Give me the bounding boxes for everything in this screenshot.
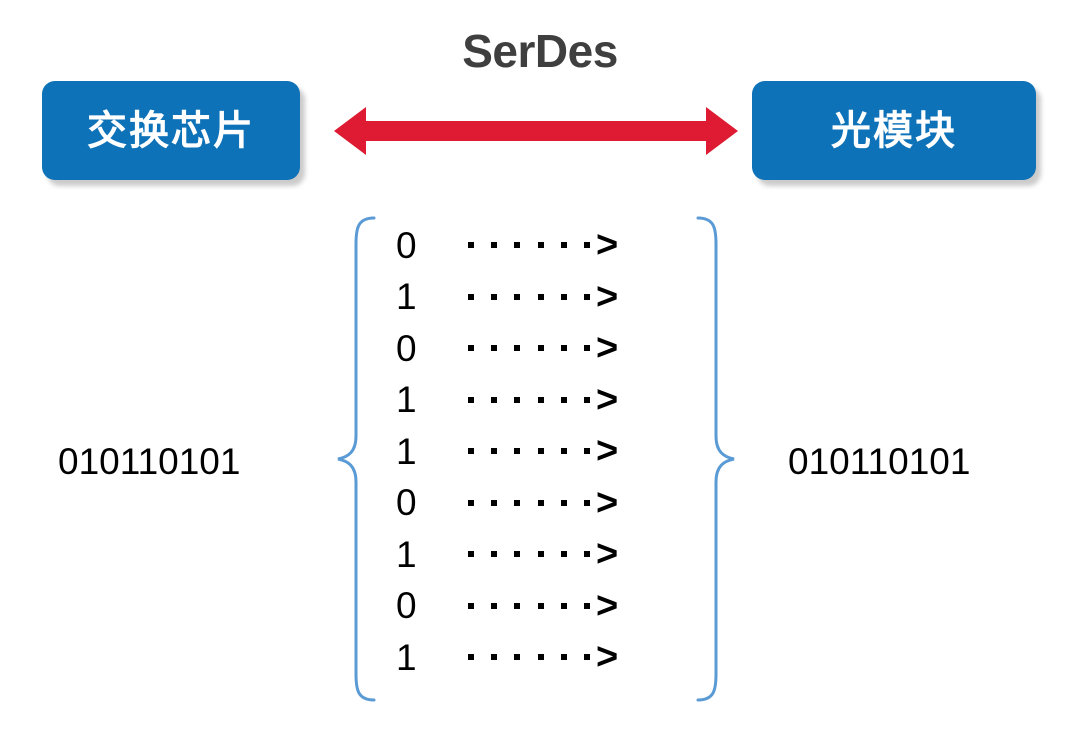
bit-dotted-line bbox=[468, 242, 590, 248]
bit-arrowhead-icon: > bbox=[596, 327, 619, 369]
parallel-binary-left: 010110101 bbox=[58, 441, 241, 482]
bit-arrowhead-icon: > bbox=[596, 533, 619, 575]
double-headed-arrow-icon bbox=[334, 107, 738, 155]
optical-module-label: 光模块 bbox=[831, 108, 957, 153]
bit-dotted-line bbox=[468, 345, 590, 351]
page-title: SerDes bbox=[462, 25, 618, 77]
bit-value: 0 bbox=[396, 224, 417, 266]
bit-value: 1 bbox=[396, 430, 417, 472]
bit-row: 1> bbox=[396, 634, 686, 680]
bit-row: 0> bbox=[396, 480, 686, 526]
bit-arrowhead-icon: > bbox=[596, 636, 619, 678]
bit-arrowhead-icon: > bbox=[596, 430, 619, 472]
bit-row: 0> bbox=[396, 325, 686, 371]
optical-module-box: 光模块 bbox=[752, 81, 1036, 180]
bit-arrowhead-icon: > bbox=[596, 378, 619, 421]
bit-arrowhead-icon: > bbox=[596, 275, 619, 318]
bit-row: 1> bbox=[396, 428, 686, 474]
switch-chip-box: 交换芯片 bbox=[42, 81, 300, 180]
bit-dotted-line bbox=[468, 293, 590, 300]
bit-row: 1> bbox=[396, 531, 686, 577]
bit-value: 0 bbox=[396, 327, 417, 369]
bit-value: 1 bbox=[396, 276, 417, 317]
left-curly-brace-icon bbox=[337, 216, 376, 702]
bit-value: 0 bbox=[396, 482, 417, 523]
bit-arrowhead-icon: > bbox=[596, 224, 619, 266]
bit-value: 1 bbox=[396, 636, 417, 678]
bit-row: 0> bbox=[396, 222, 686, 268]
bit-value: 1 bbox=[396, 533, 417, 575]
bit-row: 1> bbox=[396, 274, 686, 320]
bit-dotted-line bbox=[468, 396, 590, 403]
bit-value: 1 bbox=[396, 379, 417, 420]
parallel-binary-right: 010110101 bbox=[788, 441, 971, 482]
bit-arrowhead-icon: > bbox=[596, 584, 619, 627]
bit-row: 0> bbox=[396, 583, 686, 629]
bit-arrowhead-icon: > bbox=[596, 481, 619, 524]
bit-stream-rows: 0>1>0>1>1>0>1>0>1> bbox=[396, 222, 686, 696]
right-curly-brace-icon bbox=[696, 216, 735, 702]
bit-dotted-line bbox=[468, 602, 590, 609]
bit-dotted-line bbox=[468, 499, 590, 506]
bit-dotted-line bbox=[468, 551, 590, 557]
bit-dotted-line bbox=[468, 654, 590, 660]
bit-row: 1> bbox=[396, 377, 686, 423]
bit-dotted-line bbox=[468, 448, 590, 454]
bit-value: 0 bbox=[396, 585, 417, 626]
switch-chip-label: 交换芯片 bbox=[87, 108, 255, 153]
